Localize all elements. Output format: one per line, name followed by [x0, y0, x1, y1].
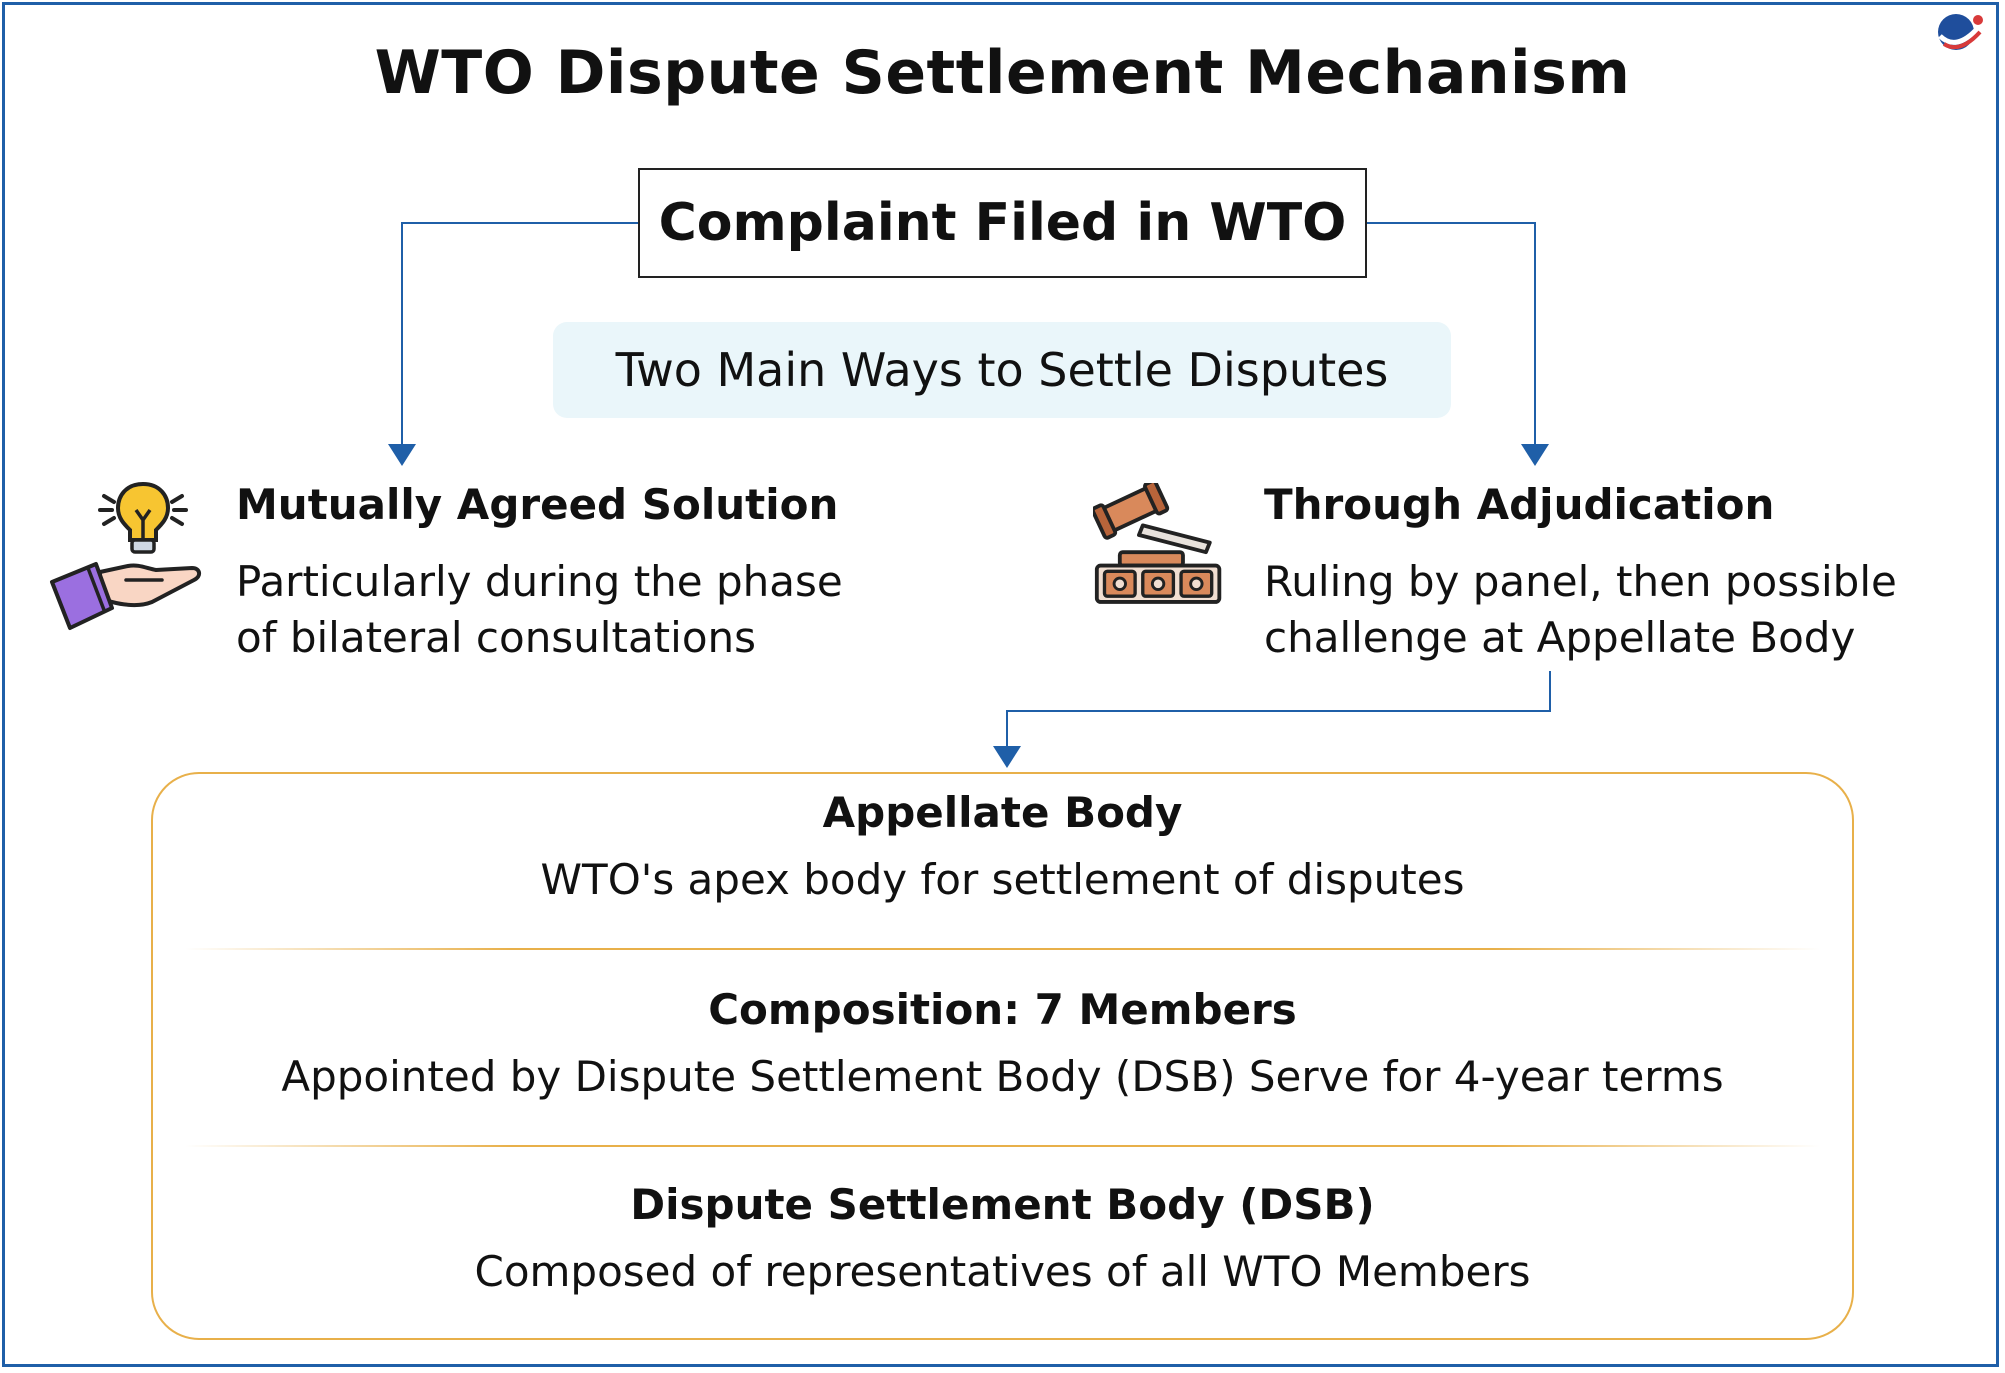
ways-label: Two Main Ways to Settle Disputes [553, 322, 1451, 418]
option-desc-adjudication: Ruling by panel, then possible challenge… [1264, 557, 1897, 662]
detail-desc-appellate: WTO's apex body for settlement of disput… [540, 855, 1465, 904]
option-desc-mutual: Particularly during the phase of bilater… [236, 557, 843, 662]
divider [185, 948, 1820, 950]
detail-title-composition: Composition: 7 Members [708, 985, 1297, 1034]
page-title: WTO Dispute Settlement Mechanism [374, 38, 1631, 108]
complaint-box: Complaint Filed in WTO [638, 168, 1367, 278]
gavel-icon [1093, 483, 1222, 604]
option-title-mutual: Mutually Agreed Solution [236, 480, 839, 529]
option-title-adjudication: Through Adjudication [1264, 480, 1775, 529]
appellate-details-box [151, 772, 1854, 1340]
logo-icon [1938, 14, 1983, 50]
divider [185, 1145, 1820, 1147]
hand-lightbulb-icon [50, 481, 201, 630]
detail-title-dsb: Dispute Settlement Body (DSB) [630, 1180, 1375, 1229]
detail-desc-dsb: Composed of representatives of all WTO M… [474, 1247, 1531, 1296]
detail-desc-composition: Appointed by Dispute Settlement Body (DS… [281, 1052, 1724, 1101]
detail-title-appellate: Appellate Body [822, 788, 1183, 837]
